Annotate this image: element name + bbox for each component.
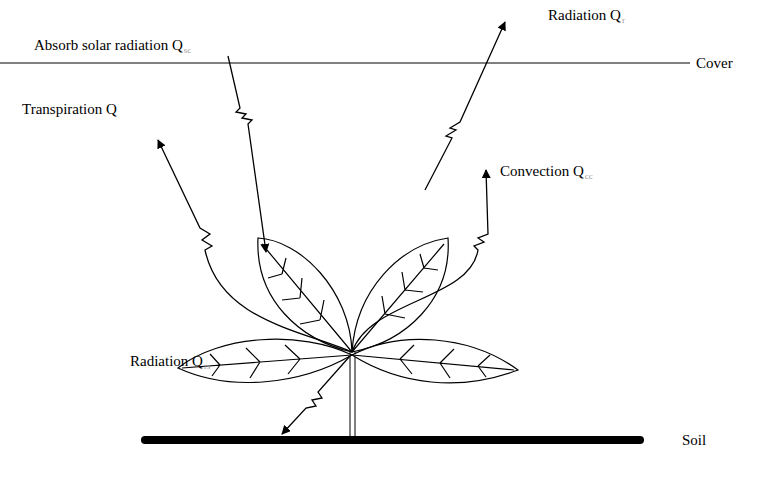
leaves [178, 238, 518, 383]
radiation-label-group: Radiation Qrs [130, 352, 210, 375]
subscript: cc [585, 171, 593, 181]
soil-bar [145, 436, 640, 444]
cover-label: Cover [696, 55, 733, 71]
absorb-label-group: Absorb solar radiation Qsc [34, 36, 191, 59]
cover-label-group: Cover [696, 54, 733, 72]
radiation-label: Radiation Q [548, 7, 621, 23]
stem [350, 352, 351, 436]
radiation-label-group: Radiation Qr [548, 6, 625, 29]
convection-label-group: Convection Qcc [500, 162, 593, 185]
soil-label: Soil [682, 432, 706, 448]
transpiration-label-group: Transpiration Q [22, 100, 117, 118]
convection-label: Convection Q [500, 163, 584, 179]
cover-line [0, 63, 690, 64]
absorb-label: Absorb solar radiation Q [34, 37, 183, 53]
energy-arrows [158, 22, 505, 434]
subscript: rs [204, 361, 211, 371]
transpiration-label: Transpiration Q [22, 101, 117, 117]
radiation-label: Radiation Q [130, 353, 203, 369]
subscript: sc [184, 45, 192, 55]
stem [355, 352, 356, 436]
subscript: r [622, 15, 625, 25]
soil-label-group: Soil [682, 431, 706, 449]
